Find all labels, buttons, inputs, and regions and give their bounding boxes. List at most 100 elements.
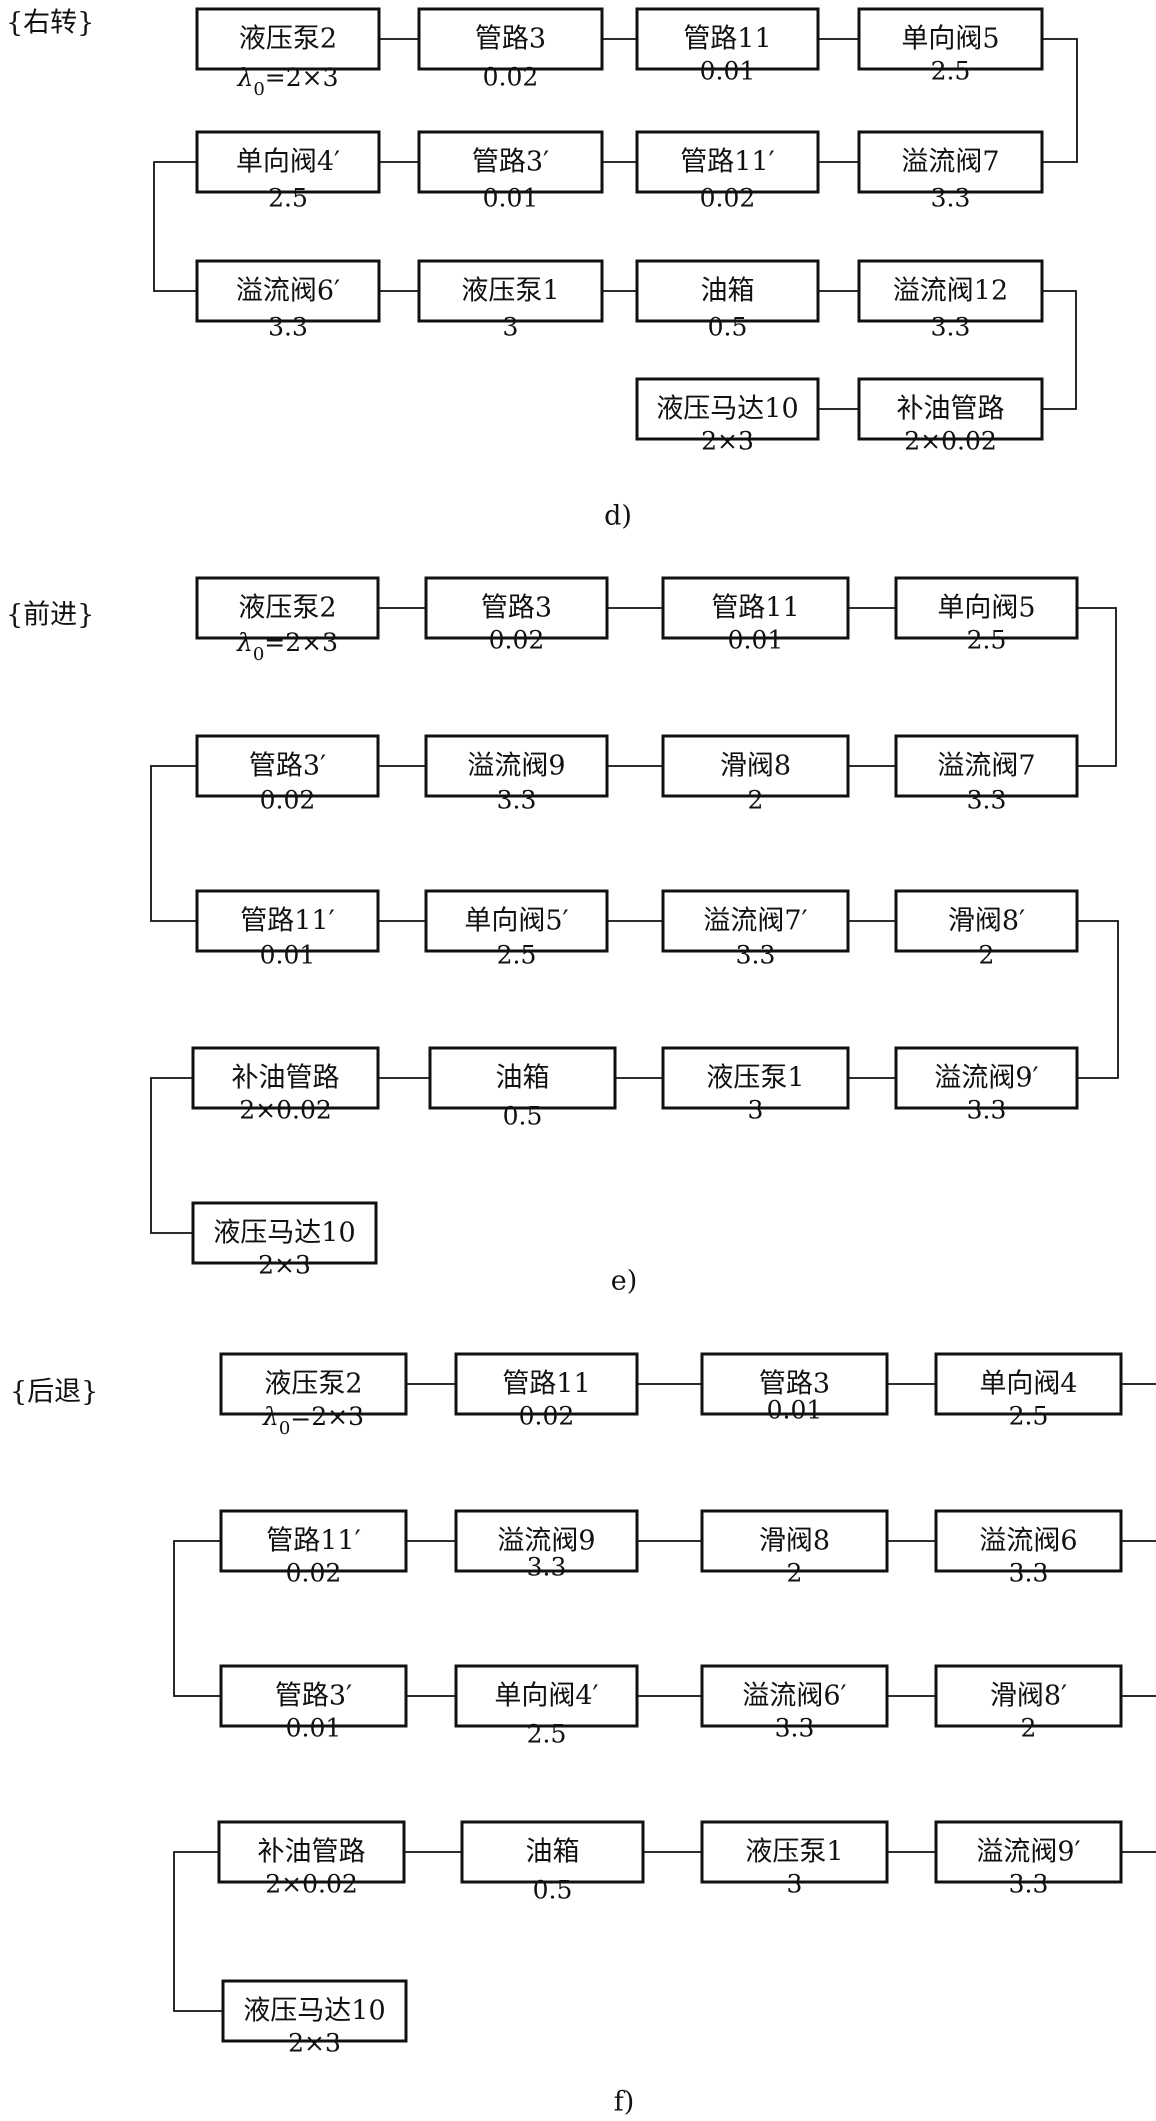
block-box [195, 576, 380, 640]
figure-caption: d) [604, 501, 632, 532]
block-failure-rate: 0.5 [503, 1102, 543, 1131]
block-label: 溢流阀7 [937, 751, 1035, 782]
block-failure-rate: 0.5 [533, 1876, 573, 1905]
block-box [417, 130, 604, 194]
block-box [934, 1820, 1123, 1884]
block-node: 管路11′0.02 [635, 130, 820, 213]
block-box [191, 1201, 378, 1265]
block-failure-rate: 3.3 [736, 941, 776, 970]
connector-line [1077, 607, 1117, 767]
block-node: 管路3′0.01 [219, 1664, 408, 1743]
block-label: 管路11 [711, 593, 799, 624]
block-failure-rate: 0.5 [708, 313, 748, 342]
block-node: 油箱 0.5 [635, 259, 820, 342]
block-failure-rate: 2.5 [931, 57, 971, 86]
block-label: 管路11 [683, 24, 771, 55]
block-node: 油箱0.5 [460, 1820, 645, 1905]
block-failure-rate: 3.3 [527, 1553, 567, 1582]
block-failure-rate: 2.5 [268, 184, 308, 213]
block-failure-rate: 0.01 [700, 57, 756, 86]
block-failure-rate: 3 [787, 1870, 803, 1899]
block-label: 管路11′ [680, 147, 775, 178]
block-label: 单向阀4 [979, 1369, 1077, 1400]
block-label: 滑阀8 [759, 1526, 830, 1557]
block-failure-rate: 0.01 [728, 626, 784, 655]
block-failure-rate: λ0=2×3 [262, 1402, 364, 1439]
connector-line [153, 161, 197, 292]
connector-line [173, 1851, 223, 2012]
block-label: 液压泵2 [264, 1369, 362, 1400]
block-box [700, 1509, 889, 1573]
block-label: 溢流阀6′ [236, 276, 340, 307]
block-failure-rate: 3 [503, 313, 519, 342]
block-failure-rate: λ0=2×3 [236, 63, 338, 100]
block-box [454, 1664, 639, 1728]
block-label: 补油管路 [232, 1063, 340, 1094]
block-box [700, 1352, 889, 1416]
block-node: 滑阀8′2 [934, 1664, 1123, 1743]
block-failure-rate: 0.02 [286, 1559, 342, 1588]
block-label: 溢流阀9 [497, 1526, 595, 1557]
block-node: 管路3′ 0.01 [417, 130, 604, 213]
block-label: 管路3′ [472, 147, 549, 178]
connector-line [150, 1077, 193, 1234]
block-label: 管路3 [481, 593, 552, 624]
block-failure-rate: 2 [1021, 1714, 1037, 1743]
block-label: 溢流阀12 [893, 276, 1008, 307]
block-failure-rate: 3.3 [931, 313, 971, 342]
block-failure-rate: 2.5 [1009, 1402, 1049, 1431]
block-box [195, 130, 381, 194]
block-label: 单向阀4′ [236, 147, 340, 178]
block-label: 液压马达10 [656, 394, 798, 425]
block-failure-rate: 2×0.02 [239, 1096, 332, 1125]
block-node: 溢流阀6′3.3 [700, 1664, 889, 1743]
block-box [894, 889, 1079, 953]
block-label: 液压泵2 [238, 593, 336, 624]
block-failure-rate: 0.01 [286, 1714, 342, 1743]
block-box [460, 1820, 645, 1884]
block-failure-rate: 3.3 [931, 184, 971, 213]
block-label: 补油管路 [258, 1837, 366, 1868]
section-e: 液压泵2λ0=2×3管路30.02管路110.01单向阀52.5管路3′0.02… [191, 576, 1079, 1280]
block-label: 液压泵1 [706, 1063, 804, 1094]
block-label: 油箱 [701, 276, 755, 307]
block-failure-rate: 2×0.02 [904, 427, 997, 456]
block-box [857, 377, 1044, 441]
block-box [894, 1046, 1079, 1110]
connector-line [1042, 38, 1078, 163]
block-label: 滑阀8′ [948, 906, 1025, 937]
block-failure-rate: 0.02 [483, 63, 539, 92]
block-label: 管路3 [759, 1369, 830, 1400]
block-node: 溢流阀7′3.3 [661, 889, 850, 970]
section-d: 液压泵2λ0=2×3管路30.02管路110.01单向阀52.5单向阀4′2.5… [195, 7, 1044, 456]
block-box [700, 1664, 889, 1728]
block-label: 溢流阀9′ [976, 1837, 1080, 1868]
block-box [417, 7, 604, 71]
block-label: 管路3′ [249, 751, 326, 782]
block-label: 单向阀4′ [494, 1681, 598, 1712]
block-failure-rate: 3.3 [1009, 1870, 1049, 1899]
block-failure-rate: 2 [748, 786, 764, 815]
block-box [894, 576, 1079, 640]
block-label: 液压马达10 [213, 1218, 355, 1249]
block-box [191, 1046, 380, 1110]
block-failure-rate: 0.01 [483, 184, 539, 213]
block-label: 液压泵1 [745, 1837, 843, 1868]
block-box [195, 889, 380, 953]
block-label: 管路3 [475, 24, 546, 55]
block-box [219, 1509, 408, 1573]
section-f: 液压泵2λ0=2×3管路110.02管路30.01单向阀42.5管路11′0.0… [217, 1352, 1123, 2058]
